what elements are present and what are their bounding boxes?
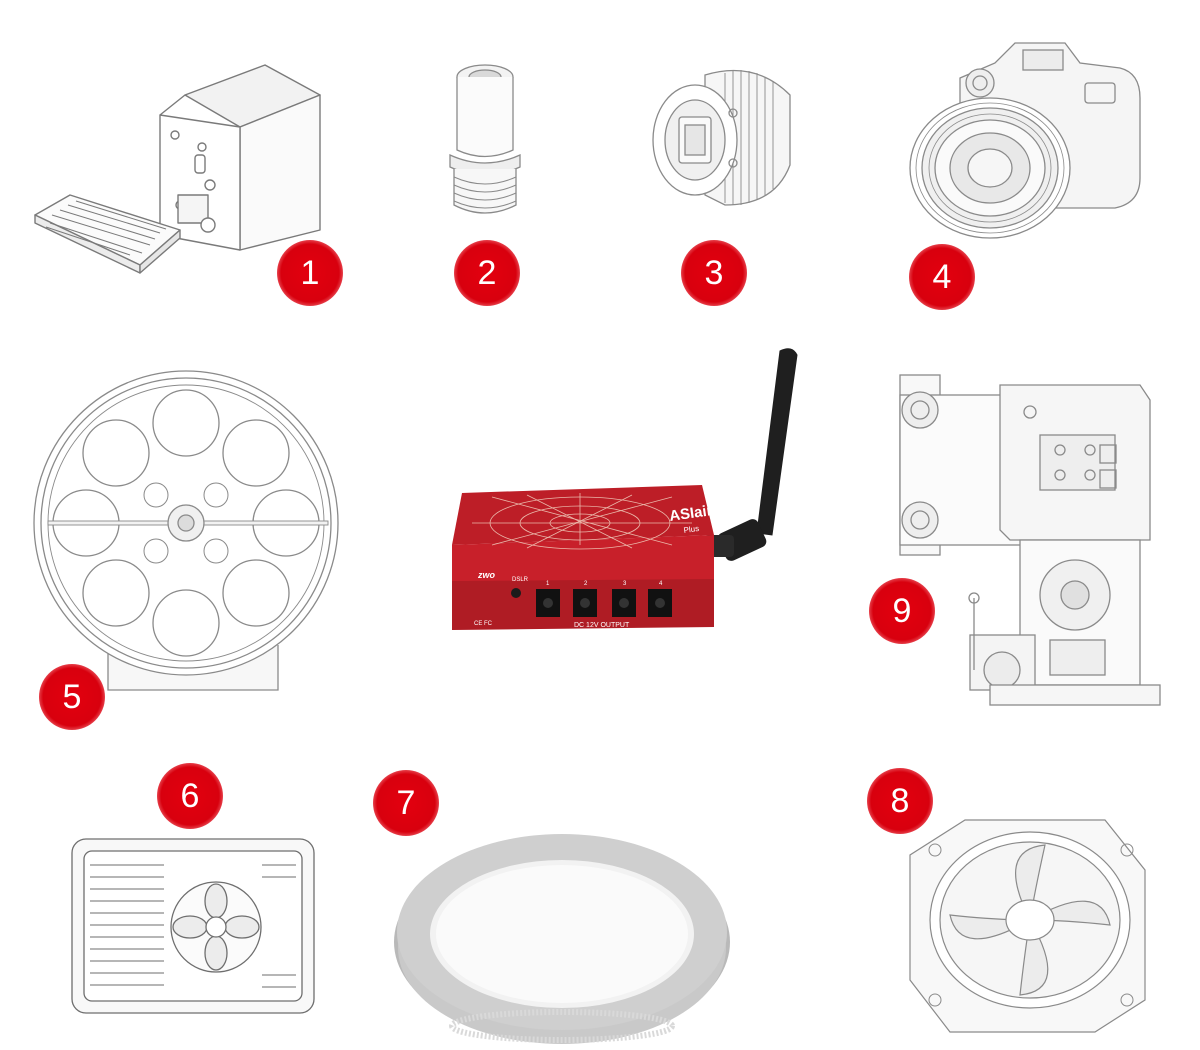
badge-9: 9 [869,578,935,644]
badge-1: 1 [277,240,343,306]
badge-7: 7 [373,770,439,836]
badge-4: 4 [909,244,975,310]
adapter-tube-illustration [440,55,530,235]
focuser-mount-illustration [890,370,1165,710]
badge-2: 2 [454,240,520,306]
port-number-2: 2 [584,581,588,587]
port-number-4: 4 [659,581,663,587]
dslr-label: DSLR [512,577,529,583]
badge-6: 6 [157,763,223,829]
dslr-camera-illustration [905,28,1155,243]
model-label: ASIair [668,502,713,525]
badge-3: 3 [681,240,747,306]
front-panel: zwo DSLR 1 2 3 4 DC 12V OUTPUT CE FC [474,570,672,629]
filter-wheel-illustration [33,345,358,695]
filter-drawer-illustration [30,55,330,280]
astro-camera-illustration [645,55,805,215]
brand-label: zwo [477,570,496,580]
asiair-plus-device: ASIair Plus zwo DSLR 1 2 3 4 DC 12V OUTP… [452,345,812,635]
fan-grille-illustration [68,835,318,1017]
output-label: DC 12V OUTPUT [574,622,630,629]
cert-marks: CE FC [474,621,493,627]
badge-5: 5 [39,664,105,730]
badge-8: 8 [867,768,933,834]
port-number-1: 1 [546,581,550,587]
flat-panel-illustration [392,822,732,1047]
antenna-illustration [704,348,798,561]
port-number-3: 3 [623,581,627,587]
fan-illustration [905,810,1150,1038]
model-sub-label: Plus [683,524,700,535]
